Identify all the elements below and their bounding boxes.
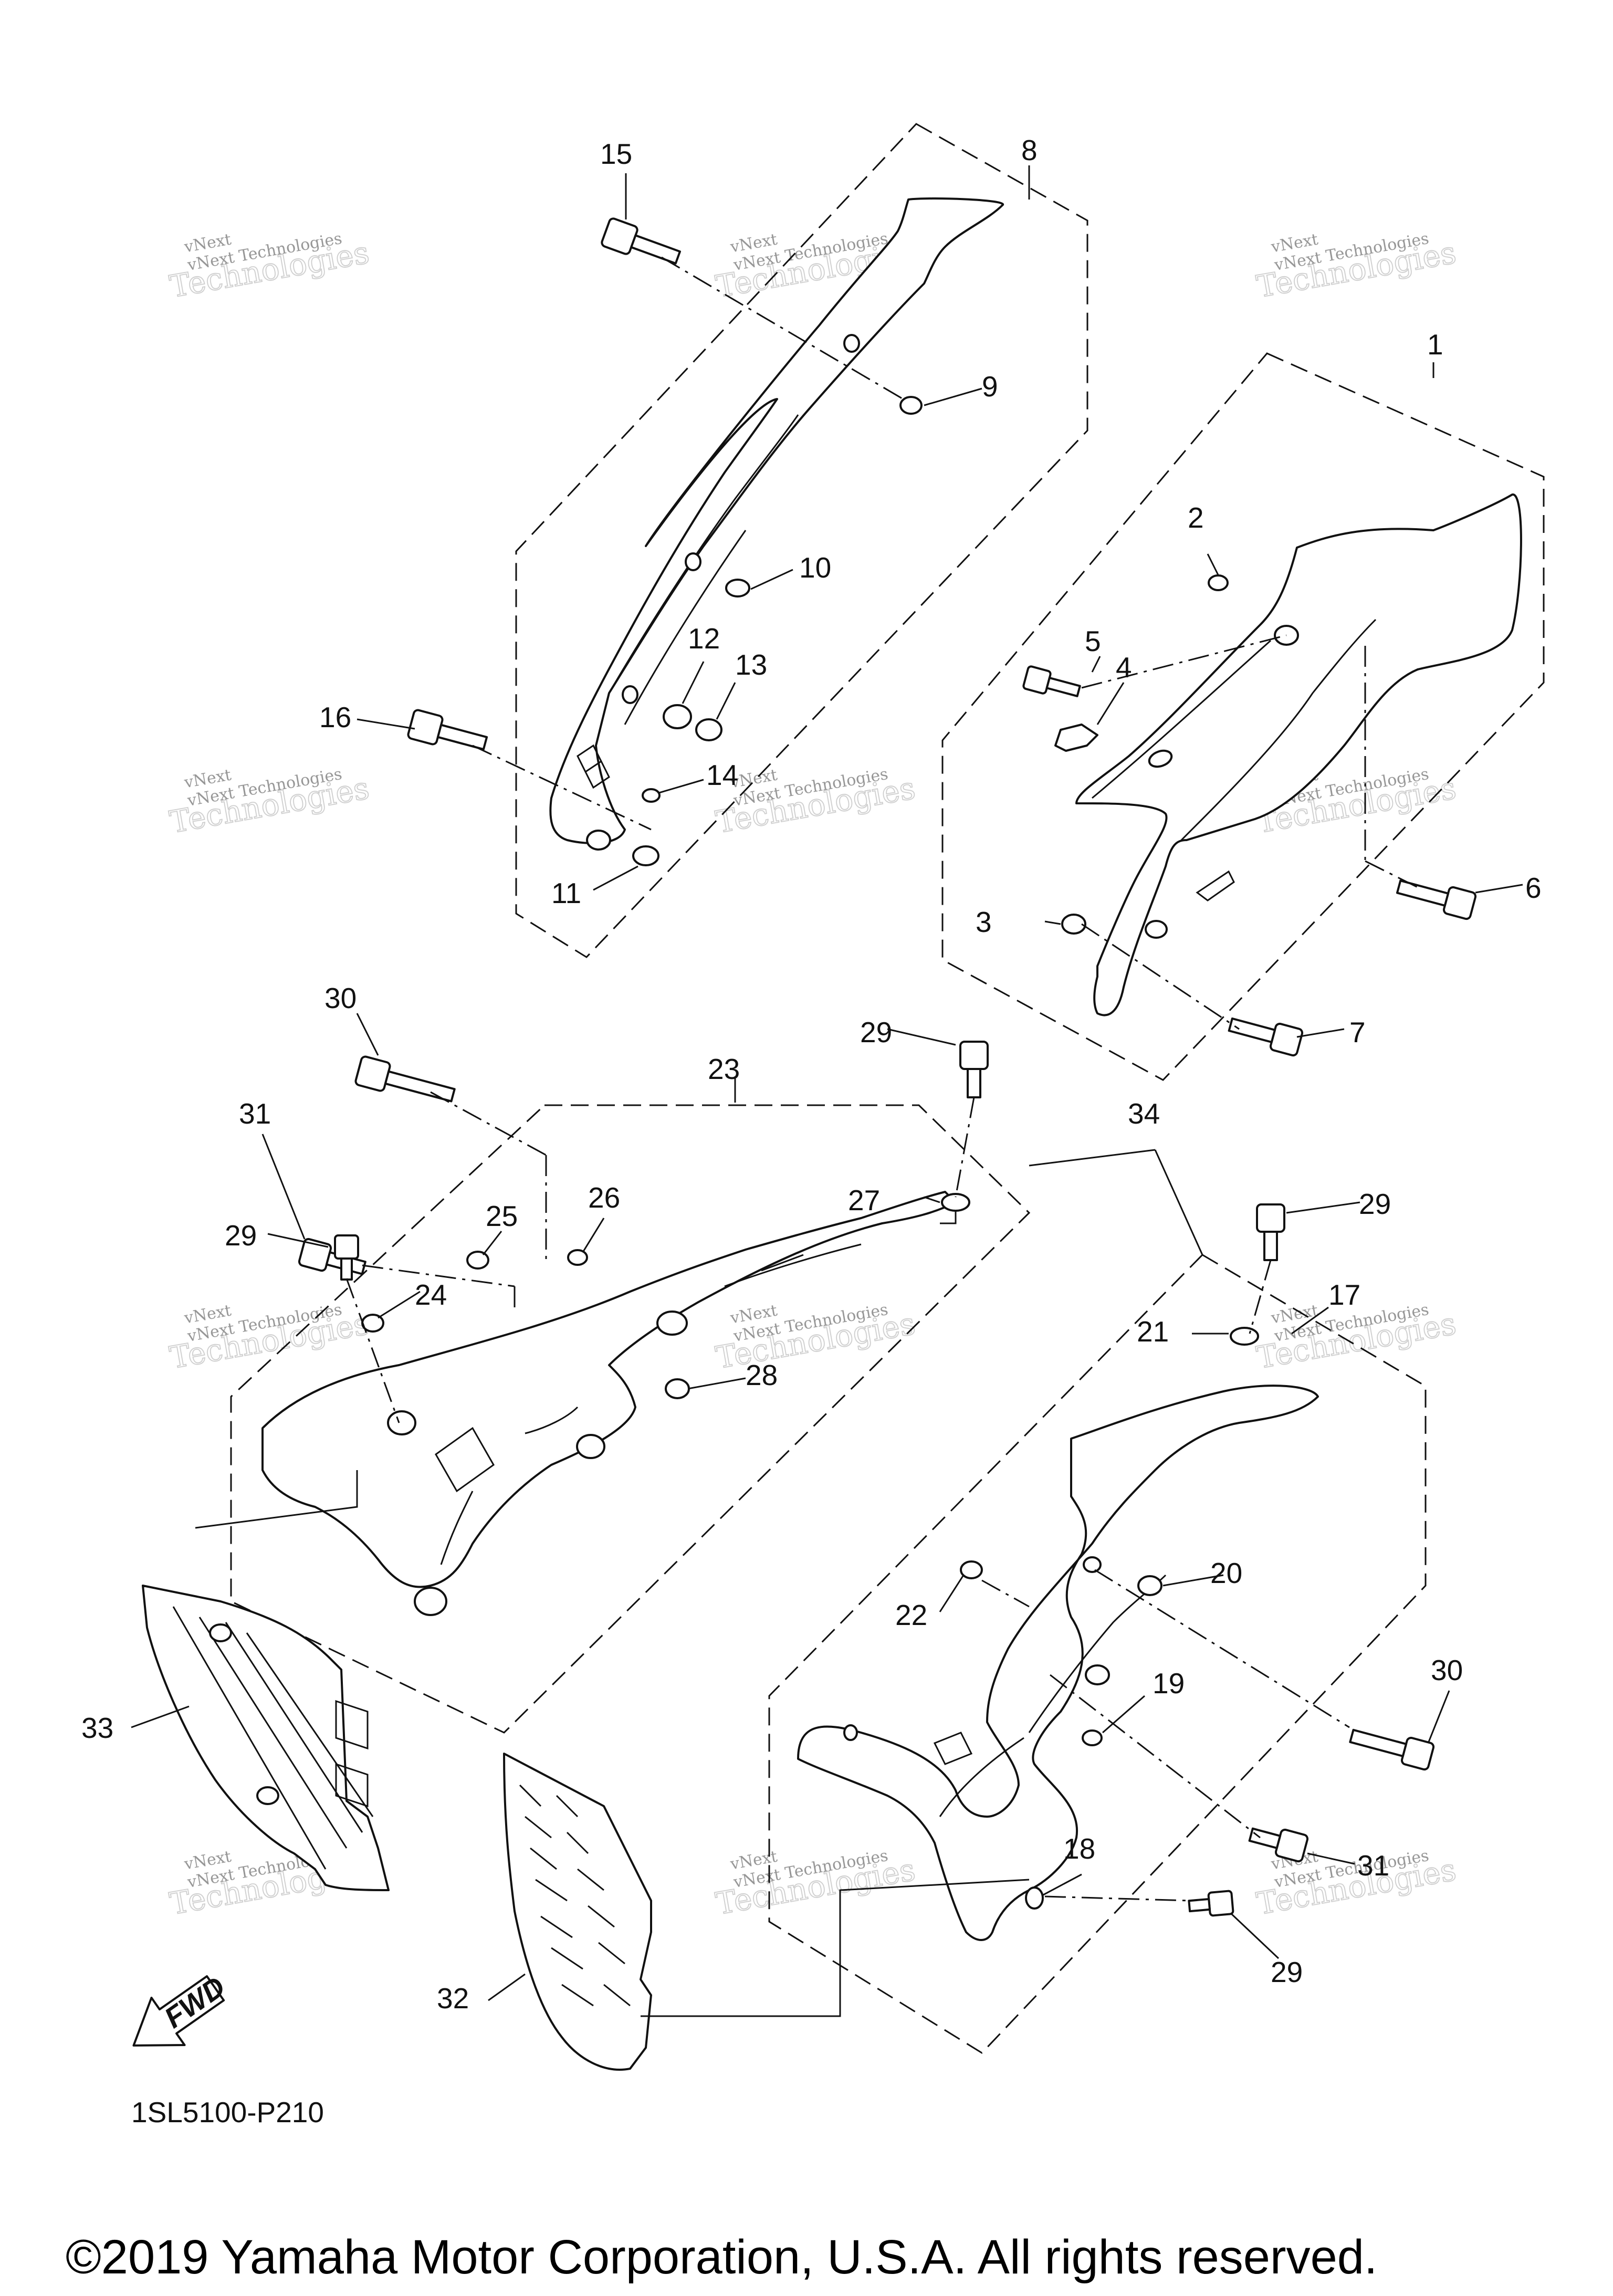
callout-22: 22 <box>895 1599 927 1631</box>
callout-24: 24 <box>415 1278 447 1311</box>
diagram-code: 1SL5100-P210 <box>131 2096 324 2129</box>
assembly-group-8 <box>515 123 1088 958</box>
callout-labels: 15 8 9 10 12 13 14 11 16 1 2 5 4 6 3 7 3… <box>81 134 1542 2015</box>
assembly-group-23 <box>230 1104 1031 1734</box>
assembly-group-1 <box>941 352 1545 1081</box>
callout-8: 8 <box>1021 134 1038 166</box>
callout-1: 1 <box>1427 328 1443 361</box>
fasteners <box>298 217 1477 1917</box>
part-23-shroud-bracket <box>261 1191 957 1616</box>
callout-6: 6 <box>1525 872 1542 904</box>
callout-4: 4 <box>1116 651 1132 684</box>
callout-29: 29 <box>1359 1188 1391 1220</box>
callout-19: 19 <box>1153 1667 1185 1700</box>
callout-25: 25 <box>486 1200 518 1232</box>
callout-11: 11 <box>551 877 581 909</box>
callout-7: 7 <box>1349 1016 1366 1049</box>
part-8-side-cover <box>549 197 1004 851</box>
assembly-group-17 <box>768 1254 1427 2054</box>
callout-30: 30 <box>1431 1654 1463 1686</box>
callout-12: 12 <box>688 622 720 655</box>
callout-13: 13 <box>735 648 767 681</box>
callout-21: 21 <box>1137 1315 1169 1348</box>
callout-23: 23 <box>708 1053 740 1085</box>
callout-32: 32 <box>437 1982 469 2015</box>
callout-10: 10 <box>799 551 831 584</box>
callout-31: 31 <box>239 1097 271 1130</box>
part-17-side-panel <box>797 1385 1319 1941</box>
callout-28: 28 <box>746 1359 778 1391</box>
watermark-layer: vNext vNext Technologies Technologies vN… <box>166 229 1459 1922</box>
callout-2: 2 <box>1188 501 1204 534</box>
part-1-air-scoop <box>1075 494 1522 1016</box>
fwd-arrow-icon: FWD <box>132 1970 231 2047</box>
callout-18: 18 <box>1063 1832 1095 1865</box>
callout-29: 29 <box>225 1219 257 1252</box>
part-33-radiator-guard <box>142 1585 390 1891</box>
callout-30: 30 <box>324 982 357 1014</box>
alignment-lines <box>345 256 1418 1902</box>
callout-26: 26 <box>588 1181 620 1214</box>
callout-33: 33 <box>81 1712 113 1744</box>
part-32-radiator-guard <box>503 1753 652 2071</box>
callout-15: 15 <box>600 138 632 170</box>
callout-27: 27 <box>848 1184 880 1217</box>
callout-17: 17 <box>1328 1278 1360 1311</box>
callout-31: 31 <box>1357 1849 1389 1882</box>
copyright-notice: ©2019 Yamaha Motor Corporation, U.S.A. A… <box>66 2230 1377 2284</box>
callout-34: 34 <box>1128 1097 1160 1130</box>
leader-lines <box>131 165 1523 2017</box>
callout-14: 14 <box>706 759 738 791</box>
callout-9: 9 <box>982 370 998 403</box>
callout-20: 20 <box>1210 1557 1242 1589</box>
callout-5: 5 <box>1085 625 1101 657</box>
callout-29: 29 <box>860 1016 892 1049</box>
callout-3: 3 <box>976 906 992 938</box>
callout-29: 29 <box>1271 1956 1303 1988</box>
callout-16: 16 <box>319 701 351 733</box>
